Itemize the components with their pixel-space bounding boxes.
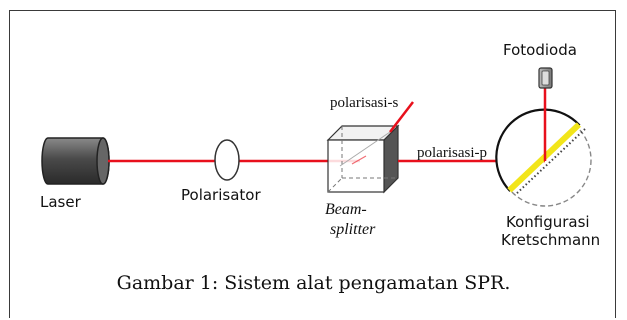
polarizer-label: Polarisator [181,186,261,204]
laser-source [41,137,110,185]
photodiode [538,67,553,89]
beamsplitter-label-line1: Beam- [325,201,367,218]
photodiode-label: Fotodioda [503,41,577,59]
prism [495,108,581,192]
configuration-label-line2: Kretschmann [501,231,600,249]
figure-caption: Gambar 1: Sistem alat pengamatan SPR. [116,272,511,294]
polarizer-disk [214,139,240,181]
beam-s-polarized [389,101,414,133]
beamsplitter-cube [326,124,400,194]
figure-frame [9,10,616,318]
laser-label: Laser [40,193,82,211]
configuration-label-line1: Konfigurasi [506,213,590,231]
kretschmann-configuration [495,88,592,207]
p-polarization-label: polarisasi-p [417,145,487,161]
beamsplitter-label-line2: splitter [330,221,376,238]
s-polarization-label: polarisasi-s [330,95,398,111]
gold-film-hatch [514,128,586,196]
